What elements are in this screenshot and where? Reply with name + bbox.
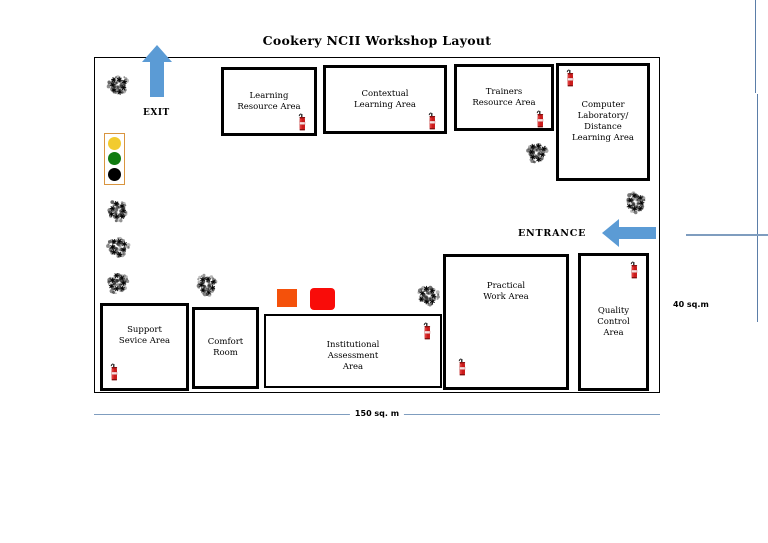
room-label: Practical Work Area [483,281,529,302]
plant-cluster-icon [623,190,649,216]
room-label: Institutional Assessment Area [326,339,380,372]
margin-rule-middle [757,94,759,322]
room-label: Learning Resource Area [237,90,301,112]
plant-cluster-icon [415,283,441,309]
plant-cluster-icon [194,272,220,298]
arrow-left-icon [602,219,656,247]
traffic-lamp-green [108,152,121,166]
equipment-block-orange [277,289,297,307]
room-computer-laboratory-distance-learning-area[interactable]: Computer Laboratory/ Distance Learning A… [556,63,650,181]
room-label: Trainers Resource Area [472,86,536,108]
room-label: Support Sevice Area [118,325,171,346]
dimension-height-label: 40 sq.m [673,300,709,309]
exit-label: EXIT [143,108,170,118]
room-label: Computer Laboratory/ Distance Learning A… [572,100,634,143]
room-learning-resource-area[interactable]: Learning Resource Area [221,67,317,136]
room-practical-work-area[interactable]: Practical Work Area [443,254,569,390]
room-trainers-resource-area[interactable]: Trainers Resource Area [454,64,554,131]
page-title: Cookery NCII Workshop Layout [262,33,492,48]
margin-rule-horizontal [686,234,768,236]
room-label: Comfort Room [207,337,244,358]
plant-cluster-icon [524,139,550,165]
arrow-up-icon [142,45,172,97]
room-comfort-room[interactable]: Comfort Room [192,307,259,389]
entrance-label: ENTRANCE [518,228,587,239]
room-label: Contextual Learning Area [354,88,416,110]
plant-cluster-icon [105,234,131,260]
room-support-sevice-area[interactable]: Support Sevice Area [100,303,189,391]
dimension-width-label: 150 sq. m [349,409,405,418]
traffic-light-icon [104,133,125,185]
plant-cluster-icon [105,198,131,224]
margin-rule-top [755,0,757,93]
traffic-lamp-yellow [108,137,121,151]
room-label: Quality Control Area [597,305,630,338]
plant-cluster-icon [105,270,131,296]
dimension-width: 150 sq. m [94,409,660,420]
room-institutional-assessment-area[interactable]: Institutional Assessment Area [264,314,442,388]
room-contextual-learning-area[interactable]: Contextual Learning Area [323,65,447,134]
plant-cluster-icon [105,72,131,98]
room-quality-control-area[interactable]: Quality Control Area [578,253,649,391]
traffic-lamp-black [108,167,121,181]
equipment-block-red [310,288,335,310]
